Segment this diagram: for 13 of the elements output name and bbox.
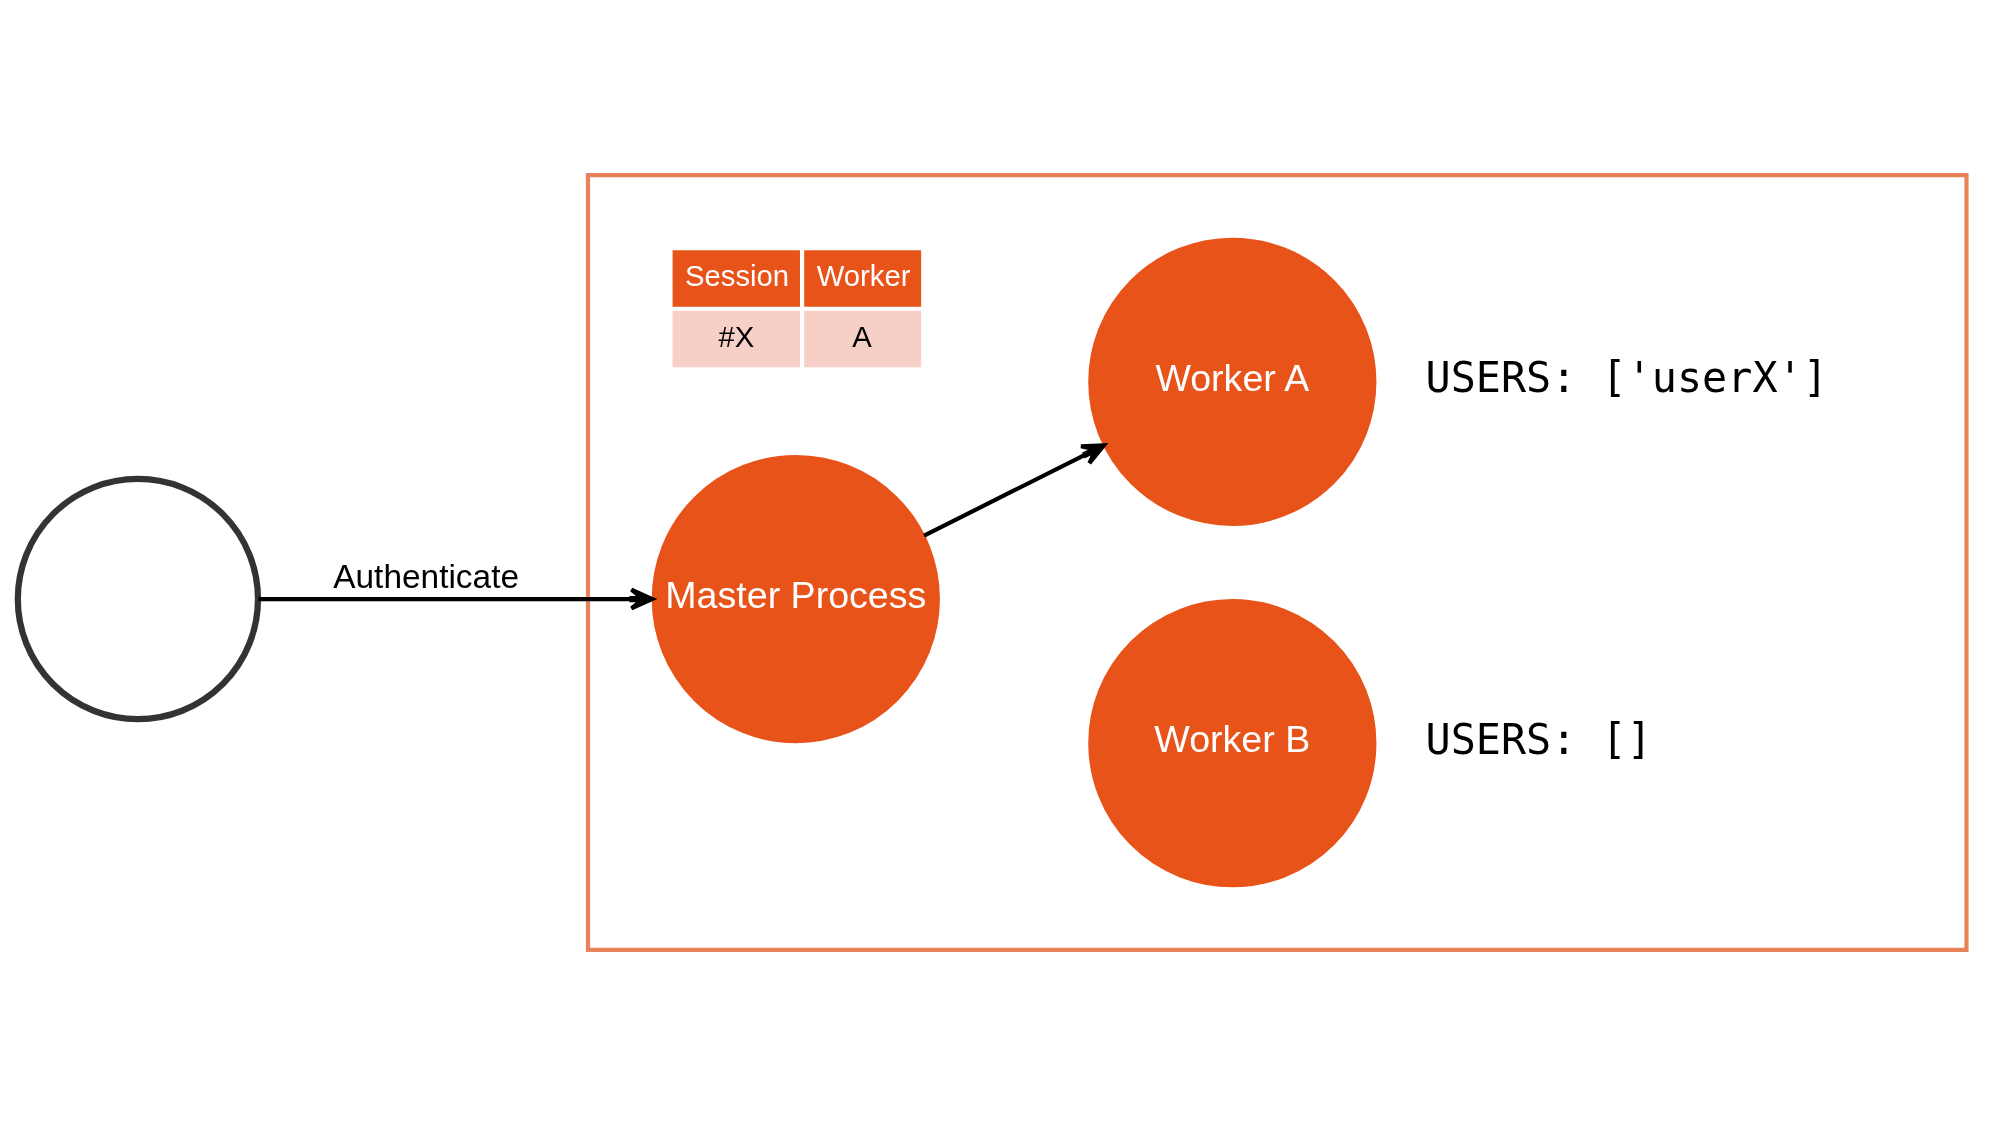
- node-circle: Master Process: [651, 454, 940, 744]
- arrow: [922, 443, 1106, 538]
- node-label: USERS: ['userX']: [1425, 353, 1828, 403]
- label: Session: [684, 260, 789, 293]
- edge-label: Authenticate: [332, 558, 519, 596]
- node-circle: Worker B: [1087, 599, 1376, 888]
- label: #X: [718, 320, 754, 353]
- node-label: USERS: []: [1425, 714, 1652, 764]
- cluster: [585, 172, 1969, 953]
- node-circle: Worker A: [1087, 237, 1376, 526]
- node-person: [14, 475, 261, 723]
- label: Worker: [816, 260, 910, 293]
- label: A: [851, 320, 872, 353]
